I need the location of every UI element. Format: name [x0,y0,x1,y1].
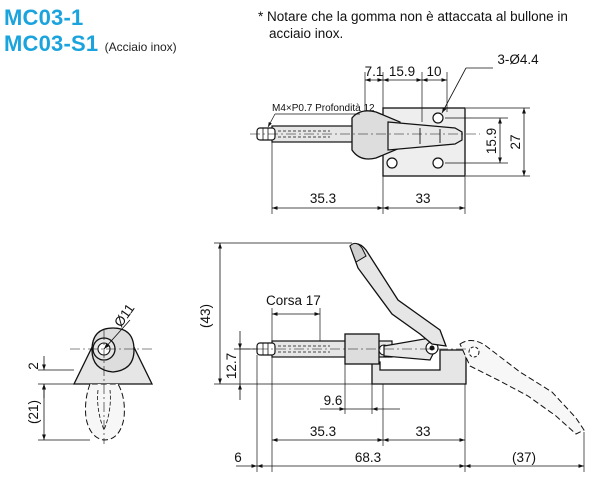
dim-35-3-top: 35.3 [310,191,336,206]
dim-10: 10 [426,64,441,79]
rubber-note: * Notare che la gomma non è attaccata al… [258,8,598,42]
dim-35-3-side: 35.3 [310,424,336,439]
dim-9-6: 9.6 [324,393,343,408]
dim-2: 2 [26,362,41,370]
end-view: Ø11 2 (21) [26,301,154,444]
rubber-note-line-2: acciaio inox. [269,26,344,41]
side-view: (43) 12.7 Corsa 17 9.6 35.3 33 6 [198,242,585,472]
dim-15-9-top: 15.9 [389,64,415,79]
dim-43: (43) [198,304,213,328]
side-base [371,349,467,385]
dim-33-side: 33 [415,424,430,439]
side-handle-raised [349,243,447,347]
side-handle-lowered [459,340,585,435]
material-note: (Acciaio inox) [104,40,177,54]
end-handle-phantom [85,383,125,441]
model-title-mc03-s1: MC03-S1 (Acciaio inox) [4,32,177,59]
model-title-mc03-1: MC03-1 [4,5,84,30]
dim-68-3: 68.3 [355,450,381,465]
dim-7-1: 7.1 [365,64,384,79]
dim-27: 27 [508,134,523,149]
top-hole-2 [432,112,444,124]
model-title-mc03-s1-text: MC03-S1 [4,31,99,56]
top-hole-3 [432,157,444,169]
dim-15-9-right: 15.9 [484,128,499,154]
dim-21: (21) [26,400,41,424]
dim-12-7: 12.7 [224,353,239,379]
dim-thread: M4×P0.7 Profondità 12 [272,103,375,114]
dim-holes: 3-Ø4.4 [497,52,539,67]
top-view: 7.1 15.9 10 3-Ø4.4 M4×P0.7 Profondità 12… [250,52,539,214]
dim-6: 6 [234,450,242,465]
top-hole-1 [386,157,398,169]
dim-37: (37) [512,450,536,465]
dim-11: Ø11 [111,301,137,330]
dim-33-top: 33 [415,191,430,206]
rubber-note-line-1: * Notare che la gomma non è attaccata al… [258,9,568,24]
top-handle-link [387,121,463,151]
dim-stroke: Corsa 17 [266,293,321,308]
